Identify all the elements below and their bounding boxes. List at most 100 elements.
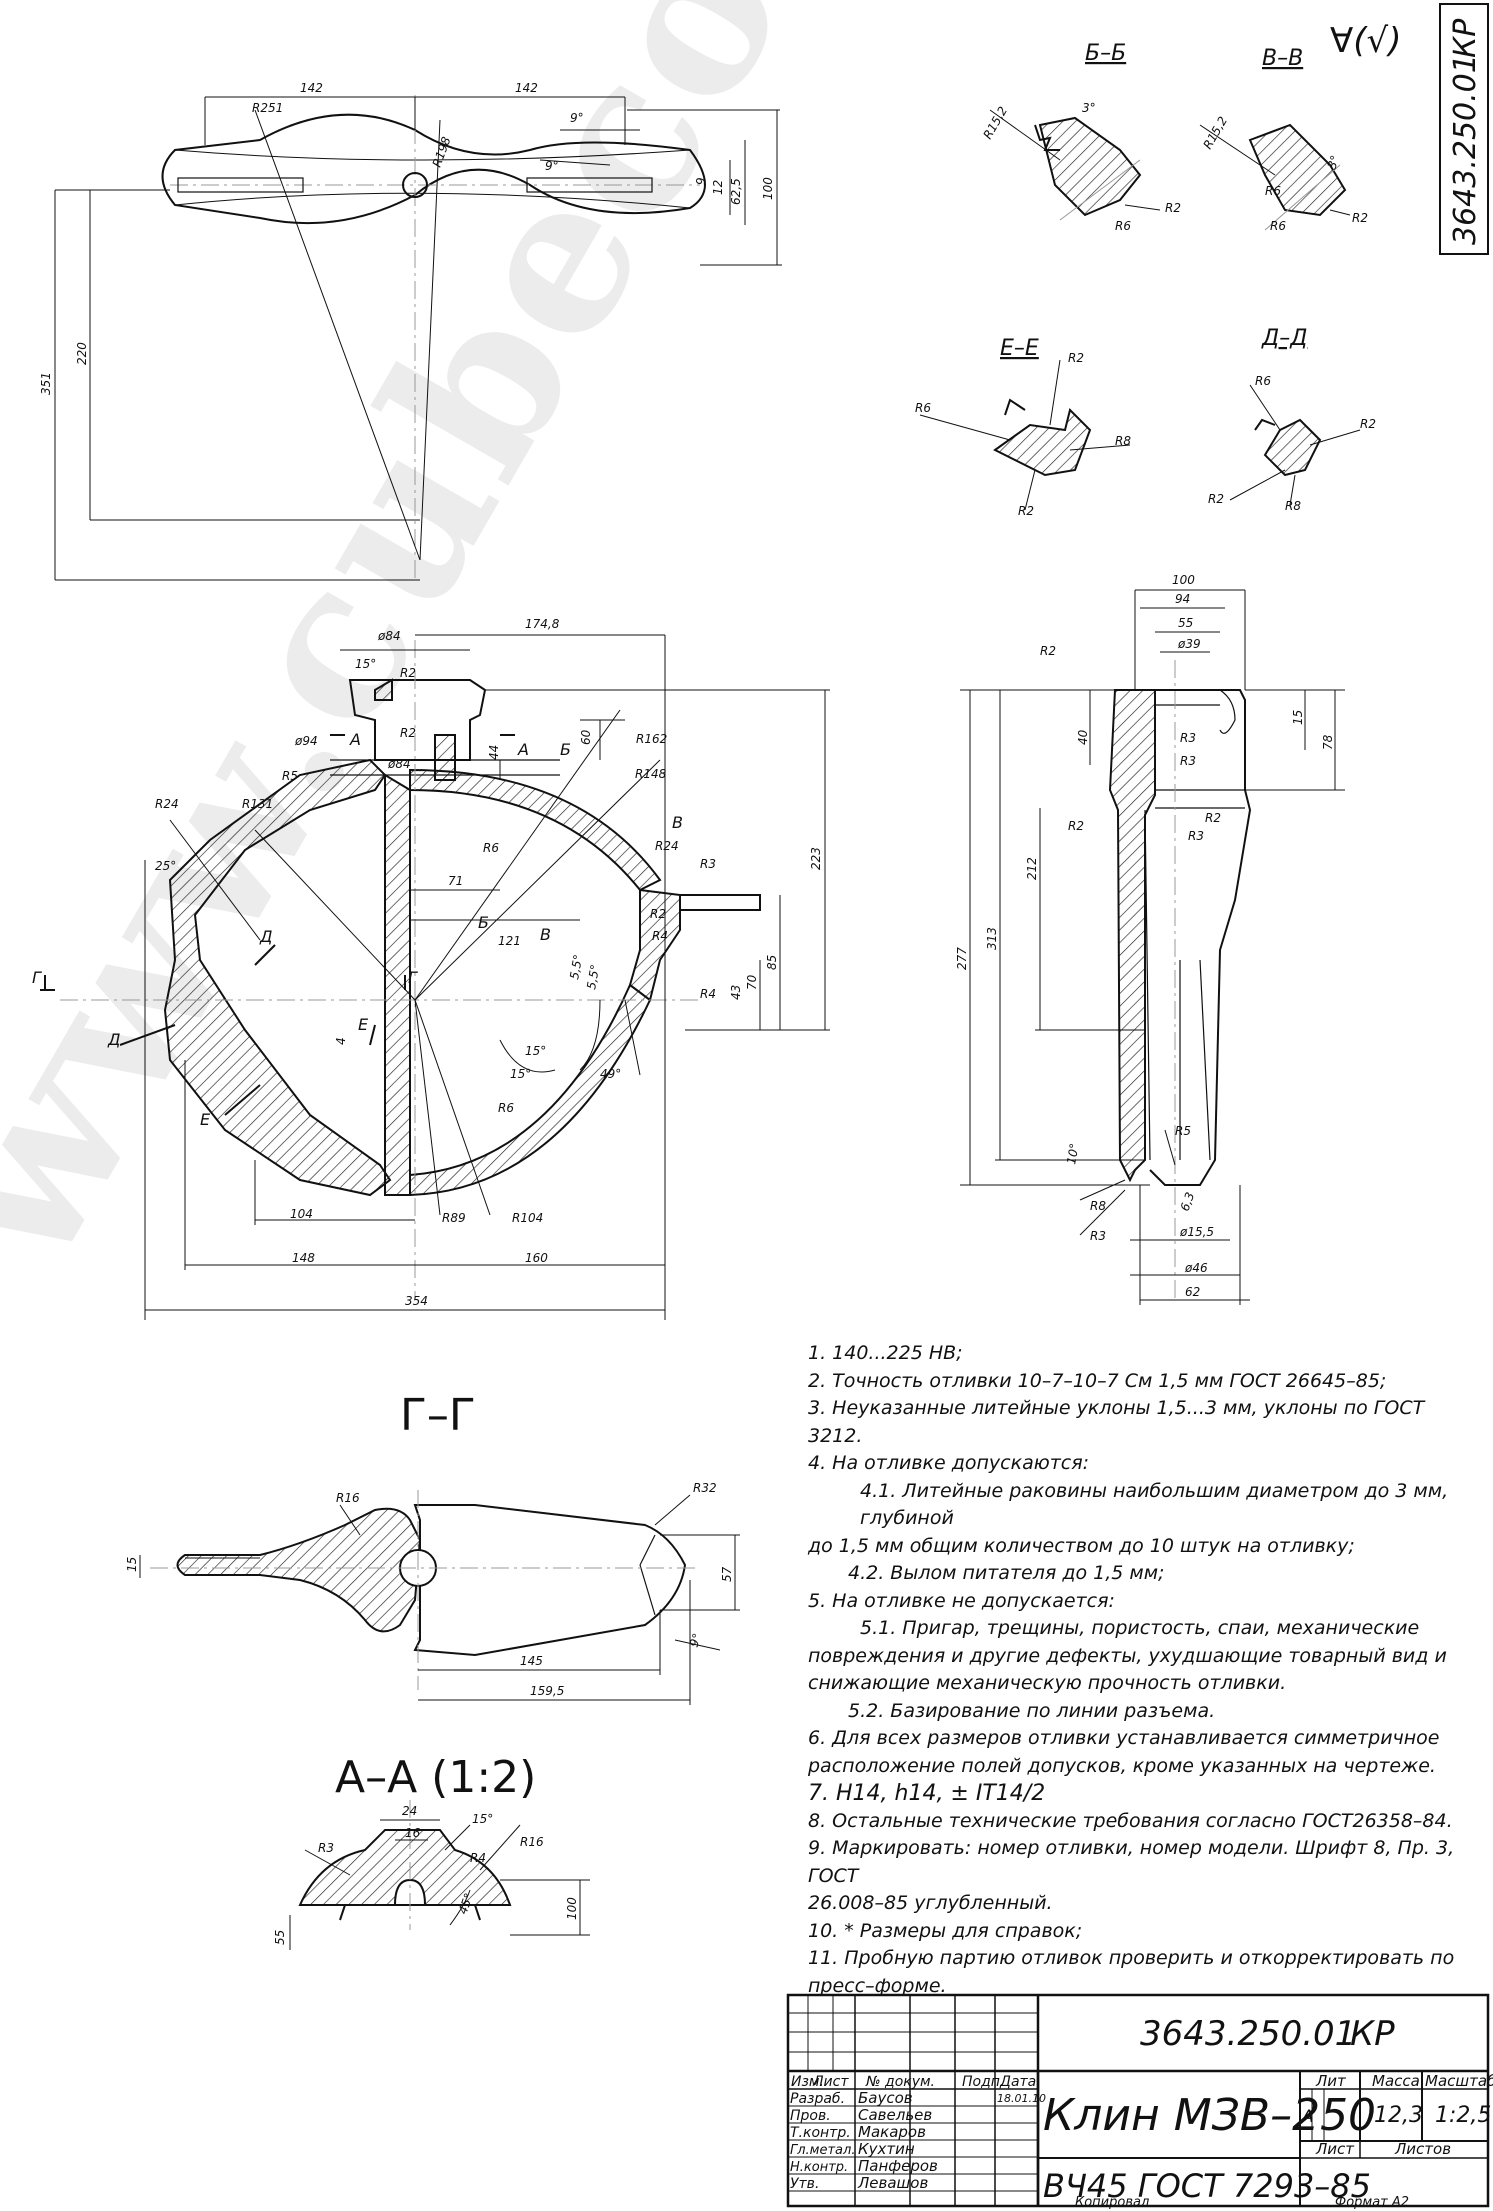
dim-label: 71: [448, 874, 463, 888]
top-view-dims: 142 142 R251 R198 9° 9° 9 12 62,5 100 22…: [39, 81, 775, 395]
dim-label: R4: [700, 987, 716, 1001]
note-line: 11. Пробную партию отливок проверить и о…: [808, 1947, 1455, 1969]
dim-label: 220: [75, 342, 89, 365]
note-line: 3. Неуказанные литейные уклоны 1,5...3 м…: [808, 1397, 1425, 1447]
hdr-list: Лист: [812, 2074, 849, 2090]
main-view: [40, 634, 830, 1320]
dim-label: R2: [400, 726, 416, 740]
note-line: 4. На отливке допускаются:: [808, 1452, 1090, 1474]
dim-label: Е: [200, 1110, 211, 1129]
dim-label: В: [672, 813, 683, 832]
dim-label: 142: [515, 81, 538, 95]
section-gg: [139, 1490, 740, 1705]
dim-label: 45°: [456, 1891, 476, 1916]
note-line: снижающие механическую прочность отливки…: [808, 1672, 1287, 1694]
dim-label: А: [349, 730, 361, 749]
section-title-vv: В–В: [1262, 46, 1303, 71]
note-line: 5.2. Базирование по линии разъема.: [848, 1699, 1216, 1722]
hdr-doc: № докум.: [865, 2074, 935, 2090]
sections-bb-vv-labels: Б–Б В–В ∀(√): [1085, 21, 1401, 71]
dim-label: R5: [282, 769, 298, 783]
hdr-izm: Изм.: [791, 2074, 824, 2090]
lit-label: Лит: [1315, 2072, 1347, 2090]
dim-label: 313: [985, 927, 999, 950]
dim-label: R3: [1090, 1229, 1106, 1243]
sections-ee-dd-dims: R6 R2 R8 R2 R6 R2 R2 R8: [915, 351, 1376, 518]
row-role: Разраб.: [790, 2091, 845, 2107]
dim-label: 44: [487, 745, 501, 760]
dim-label: 223: [809, 847, 823, 870]
top-view: [54, 95, 782, 581]
dim-label: 15: [125, 1557, 139, 1572]
dim-label: R2: [1208, 492, 1224, 506]
dim-label: R15,2: [980, 104, 1010, 141]
side-view: [960, 589, 1345, 1305]
dim-label: 78: [1321, 734, 1335, 750]
hdr-date: Дата: [999, 2074, 1036, 2090]
dim-label: R24: [655, 839, 679, 853]
mass-value: 12,3: [1374, 2103, 1423, 2128]
corner-doc-code: 3643.250.01: [1448, 54, 1483, 245]
dim-label: R2: [1068, 819, 1084, 833]
dim-label: Б: [478, 913, 489, 932]
section-title-aa: А–А (1:2): [335, 1752, 536, 1803]
dim-label: R2: [1360, 417, 1376, 431]
dim-label: ø46: [1184, 1261, 1208, 1275]
technical-requirements: 1. 140...225 HB; 2. Точность отливки 10–…: [808, 1340, 1478, 2000]
dim-label: R15,2: [1200, 114, 1230, 151]
dim-label: R251: [252, 101, 283, 115]
note-line: 8. Остальные технические требования согл…: [808, 1809, 1453, 1832]
dim-label: R6: [1255, 374, 1271, 388]
dim-label: 121: [498, 934, 521, 948]
sheet-label: Лист: [1315, 2140, 1355, 2158]
dim-label: 354: [405, 1294, 428, 1308]
dim-label: 10°: [1064, 1142, 1081, 1165]
part-name: Клин МЗВ–250: [1043, 2090, 1376, 2141]
roughness-mark: ∀(√): [1330, 21, 1401, 61]
doc-code: 3643.250.01: [1140, 2014, 1356, 2054]
dim-label: 62: [1185, 1285, 1200, 1299]
dim-label: 159,5: [530, 1684, 564, 1698]
dim-label: R3: [700, 857, 716, 871]
section-title-gg: Г–Г: [400, 1390, 476, 1441]
dim-label: 4: [334, 1037, 348, 1045]
dim-label: R3: [1180, 731, 1196, 745]
dim-label: R16: [520, 1835, 544, 1849]
dim-label: 9°: [545, 159, 559, 173]
dim-label: 15°: [525, 1044, 546, 1058]
doc-kind: КР: [1350, 2014, 1395, 2054]
dim-label: 212: [1025, 857, 1039, 880]
dim-label: R6: [1115, 219, 1131, 233]
section-title-bb: Б–Б: [1085, 41, 1126, 66]
note-line: 9. Маркировать: номер отливки, номер мод…: [808, 1837, 1455, 1887]
dim-label: R6: [1270, 219, 1286, 233]
note-line: 10. * Размеры для справок;: [808, 1919, 1083, 1942]
dim-label: 55: [273, 1930, 287, 1945]
row-name: Левашов: [857, 2174, 928, 2192]
dim-label: R162: [636, 732, 667, 746]
section-gg-dims: R16 R32 15 57 9° 145 159,5: [125, 1481, 734, 1698]
dim-label: Е: [358, 1015, 369, 1034]
row-role: Н.контр.: [790, 2160, 848, 2175]
dim-label: 43: [729, 985, 743, 1000]
dim-label: 5,5°: [584, 963, 602, 990]
dim-label: R3: [318, 1841, 334, 1855]
dim-label: R2: [1040, 644, 1056, 658]
dim-label: 49°: [600, 1067, 621, 1081]
dim-label: ø15,5: [1179, 1225, 1214, 1239]
dim-label: 15: [1291, 710, 1305, 725]
title-block-text: 3643.250.01 КР Клин МЗВ–250 ВЧ45 ГОСТ 72…: [790, 2014, 1493, 2205]
row-date: 18.01.10: [997, 2092, 1046, 2105]
note-line: 4.1. Литейные раковины наибольшим диамет…: [860, 1479, 1449, 1530]
dim-label: ø94: [294, 734, 318, 748]
scale-value: 1:2,5: [1435, 2103, 1491, 2128]
lit-value: А: [1301, 2107, 1314, 2127]
dim-label: R8: [1090, 1199, 1106, 1213]
note-line: 4.2. Вылом питателя до 1,5 мм;: [848, 1562, 1165, 1584]
material: ВЧ45 ГОСТ 7293–85: [1043, 2167, 1371, 2205]
dim-label: R2: [1205, 811, 1221, 825]
dim-label: 148: [292, 1251, 315, 1265]
dim-label: R32: [693, 1481, 717, 1495]
corner-doc-kind: КР: [1448, 18, 1483, 58]
